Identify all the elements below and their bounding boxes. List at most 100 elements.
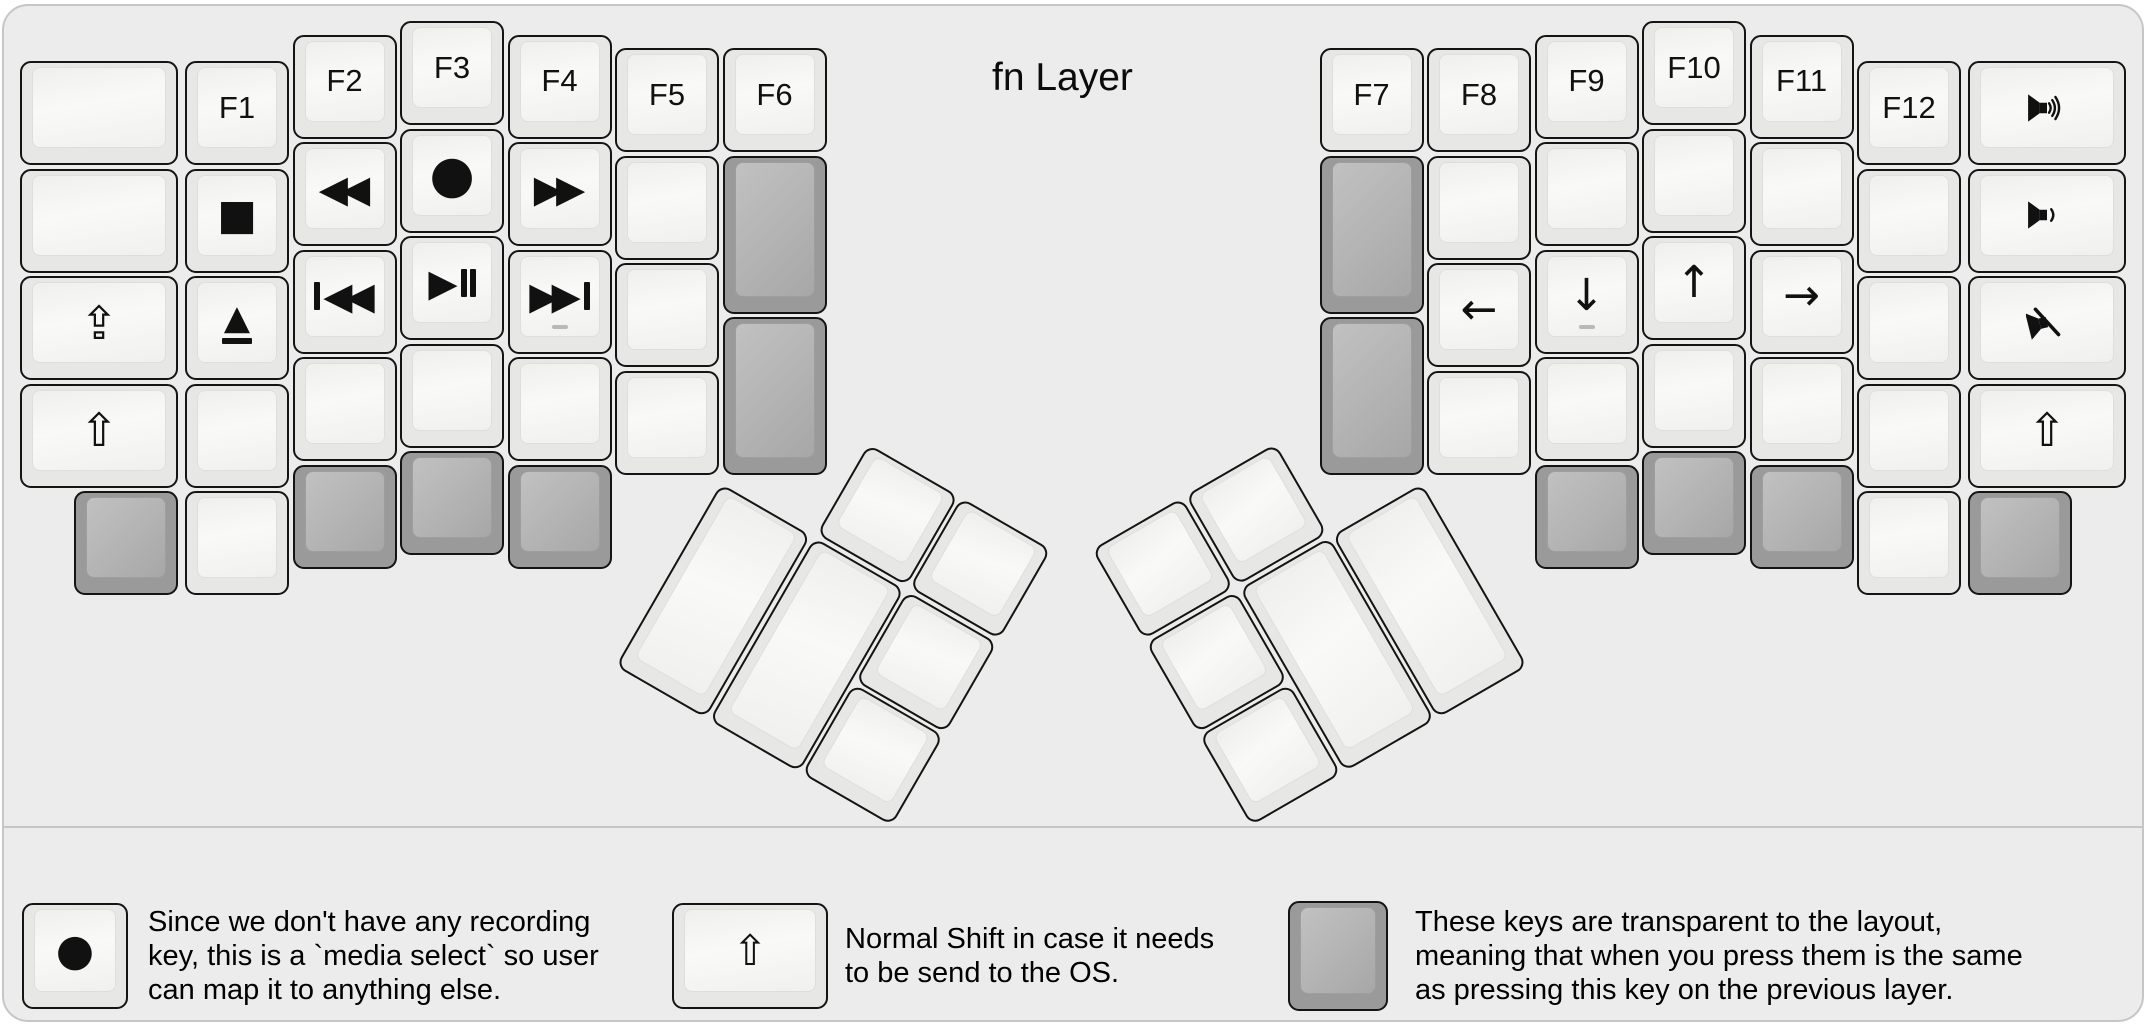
homing-bar: [551, 324, 568, 329]
legend-record-text: Since we don't have any recording key, t…: [148, 906, 599, 1006]
key-transparent[interactable]: [74, 491, 178, 595]
key-f11[interactable]: F11: [1749, 34, 1854, 139]
keytop: [305, 471, 384, 551]
key-transparent[interactable]: [722, 155, 827, 314]
key-mute[interactable]: [1968, 276, 2126, 380]
key-blank[interactable]: [400, 343, 504, 448]
key-media-play-pause[interactable]: ▶: [400, 236, 504, 340]
keytop: ⇧: [1981, 390, 2113, 470]
rewind-icon: ◀◀: [318, 166, 371, 211]
key-blank[interactable]: [615, 370, 719, 475]
key-arrow-up[interactable]: ↑: [1642, 236, 1746, 340]
key-blank[interactable]: [1534, 142, 1639, 246]
keytop: [1547, 471, 1626, 551]
key-blank[interactable]: [1534, 357, 1639, 461]
key-transparent[interactable]: [1319, 155, 1424, 314]
key-blank[interactable]: [1857, 491, 1961, 595]
key-media-select-record[interactable]: ●: [400, 128, 504, 233]
key-arrow-left[interactable]: ←: [1427, 263, 1531, 367]
arrow-up-icon: ↑: [1675, 256, 1713, 308]
key-blank[interactable]: [1642, 343, 1746, 448]
key-blank[interactable]: [1857, 383, 1961, 488]
legend-shift-text: Normal Shift in case it needs to be send…: [845, 923, 1215, 989]
key-transparent[interactable]: [1968, 491, 2072, 595]
key-blank[interactable]: [507, 357, 612, 461]
keytop: →: [1762, 256, 1841, 336]
key-transparent[interactable]: [292, 464, 397, 569]
arrow-down-icon: ↓: [1568, 270, 1605, 321]
keytop: [1981, 175, 2113, 255]
key-blank[interactable]: [1749, 142, 1854, 246]
key-f12[interactable]: F12: [1857, 61, 1961, 165]
key-shift[interactable]: ⇧: [1968, 383, 2126, 488]
key-transparent[interactable]: [1534, 464, 1639, 569]
key-volume-down[interactable]: [1968, 168, 2126, 273]
key-volume-up[interactable]: [1968, 61, 2126, 165]
key-blank[interactable]: [1749, 357, 1854, 461]
key-blank[interactable]: [1427, 370, 1531, 475]
keytop: [520, 471, 599, 551]
key-transparent[interactable]: [400, 451, 504, 555]
key-f6[interactable]: F6: [722, 48, 827, 152]
key-shift[interactable]: ⇧: [20, 383, 178, 488]
key-arrow-down[interactable]: ↓: [1534, 249, 1639, 354]
keytop: [628, 377, 706, 457]
key-transparent[interactable]: [1642, 451, 1746, 555]
keytop: F3: [413, 28, 491, 107]
key-blank[interactable]: [185, 383, 289, 488]
key-f9[interactable]: F9: [1534, 34, 1639, 139]
bar-shape: [583, 282, 590, 310]
key-transparent[interactable]: [1749, 464, 1854, 569]
key-f10[interactable]: F10: [1642, 21, 1746, 125]
key-f7[interactable]: F7: [1319, 48, 1424, 152]
key-f5[interactable]: F5: [615, 48, 719, 152]
keytop: F12: [1870, 68, 1948, 147]
keytop: [1547, 364, 1626, 443]
key-label: F10: [1667, 49, 1721, 85]
keytop: F4: [520, 41, 599, 121]
legend-shift-key: ⇧: [672, 903, 828, 1009]
key-transparent[interactable]: [507, 464, 612, 569]
key-transparent[interactable]: [722, 317, 827, 475]
keytop: [628, 270, 706, 349]
eject-icon: ▲: [222, 301, 252, 344]
keytop: ▶: [413, 243, 491, 322]
key-media-stop[interactable]: ■: [185, 168, 289, 273]
keytop: [198, 390, 276, 470]
keytop: [1981, 283, 2113, 362]
key-eject[interactable]: ▲: [185, 276, 289, 380]
key-media-rewind[interactable]: ◀◀: [292, 142, 397, 246]
keytop: [1762, 364, 1841, 443]
key-label: F12: [1882, 89, 1936, 125]
key-blank[interactable]: [1857, 168, 1961, 273]
keytop: ■: [198, 175, 276, 255]
key-f2[interactable]: F2: [292, 34, 397, 139]
key-f8[interactable]: F8: [1427, 48, 1531, 152]
key-f3[interactable]: F3: [400, 21, 504, 125]
bar-shape: [314, 282, 321, 310]
key-transparent[interactable]: [1319, 317, 1424, 475]
key-blank[interactable]: [1857, 276, 1961, 380]
keytop: F2: [305, 41, 384, 121]
keytop: ⇪: [33, 283, 165, 362]
key-blank[interactable]: [615, 155, 719, 260]
keytop: [33, 68, 165, 147]
key-f1[interactable]: F1: [185, 61, 289, 165]
key-label: F1: [218, 89, 256, 125]
key-blank[interactable]: [20, 61, 178, 165]
key-blank[interactable]: [1427, 155, 1531, 260]
key-blank[interactable]: [20, 168, 178, 273]
keytop: ↓: [1547, 256, 1626, 336]
key-f4[interactable]: F4: [507, 34, 612, 139]
key-arrow-right[interactable]: →: [1749, 249, 1854, 354]
keytop: [1655, 350, 1733, 430]
keytop: F8: [1440, 55, 1518, 134]
key-blank[interactable]: [185, 491, 289, 595]
key-media-prev-track[interactable]: ◀◀: [292, 249, 397, 354]
key-blank[interactable]: [1642, 128, 1746, 233]
key-blank[interactable]: [292, 357, 397, 461]
key-media-next-track[interactable]: ▶▶: [507, 249, 612, 354]
key-blank[interactable]: [615, 263, 719, 367]
key-caps-lock[interactable]: ⇪: [20, 276, 178, 380]
key-media-fast-forward[interactable]: ▶▶: [507, 142, 612, 246]
